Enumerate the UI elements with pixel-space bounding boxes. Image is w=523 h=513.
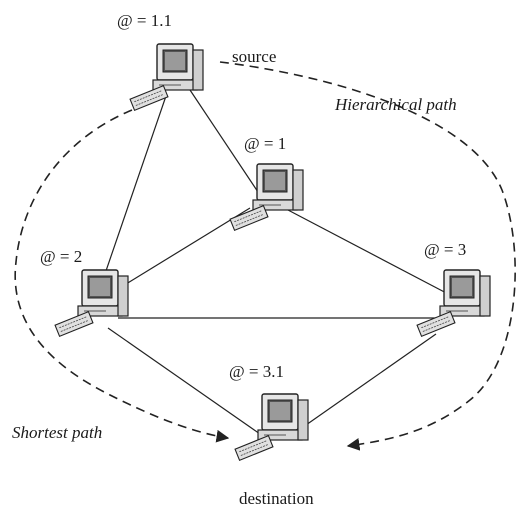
computer-icon-3 xyxy=(416,269,491,338)
address-label-1.1: @ = 1.1 xyxy=(117,11,172,30)
link-3-3.1 xyxy=(295,333,437,433)
hierarchical-path-line xyxy=(219,61,516,451)
destination-label: destination xyxy=(239,489,314,508)
link-1.1-2 xyxy=(95,95,167,301)
computer-icon-2 xyxy=(54,269,129,338)
source-label: source xyxy=(232,47,276,66)
address-label-3: @ = 3 xyxy=(424,240,466,259)
shortest-path-line xyxy=(14,109,230,443)
link-2-3.1 xyxy=(107,327,261,435)
network-links xyxy=(95,89,453,435)
address-label-3.1: @ = 3.1 xyxy=(229,362,284,381)
shortest-path-label: Shortest path xyxy=(12,423,102,442)
computer-icon-1.1 xyxy=(129,43,204,112)
link-1-3 xyxy=(287,209,453,297)
computer-icon-1 xyxy=(229,163,304,232)
link-1.1-1 xyxy=(189,89,263,199)
computer-icon-3.1 xyxy=(234,393,309,462)
address-label-2: @ = 2 xyxy=(40,247,82,266)
hierarchical-path-label: Hierarchical path xyxy=(334,95,457,114)
address-label-1: @ = 1 xyxy=(244,134,286,153)
